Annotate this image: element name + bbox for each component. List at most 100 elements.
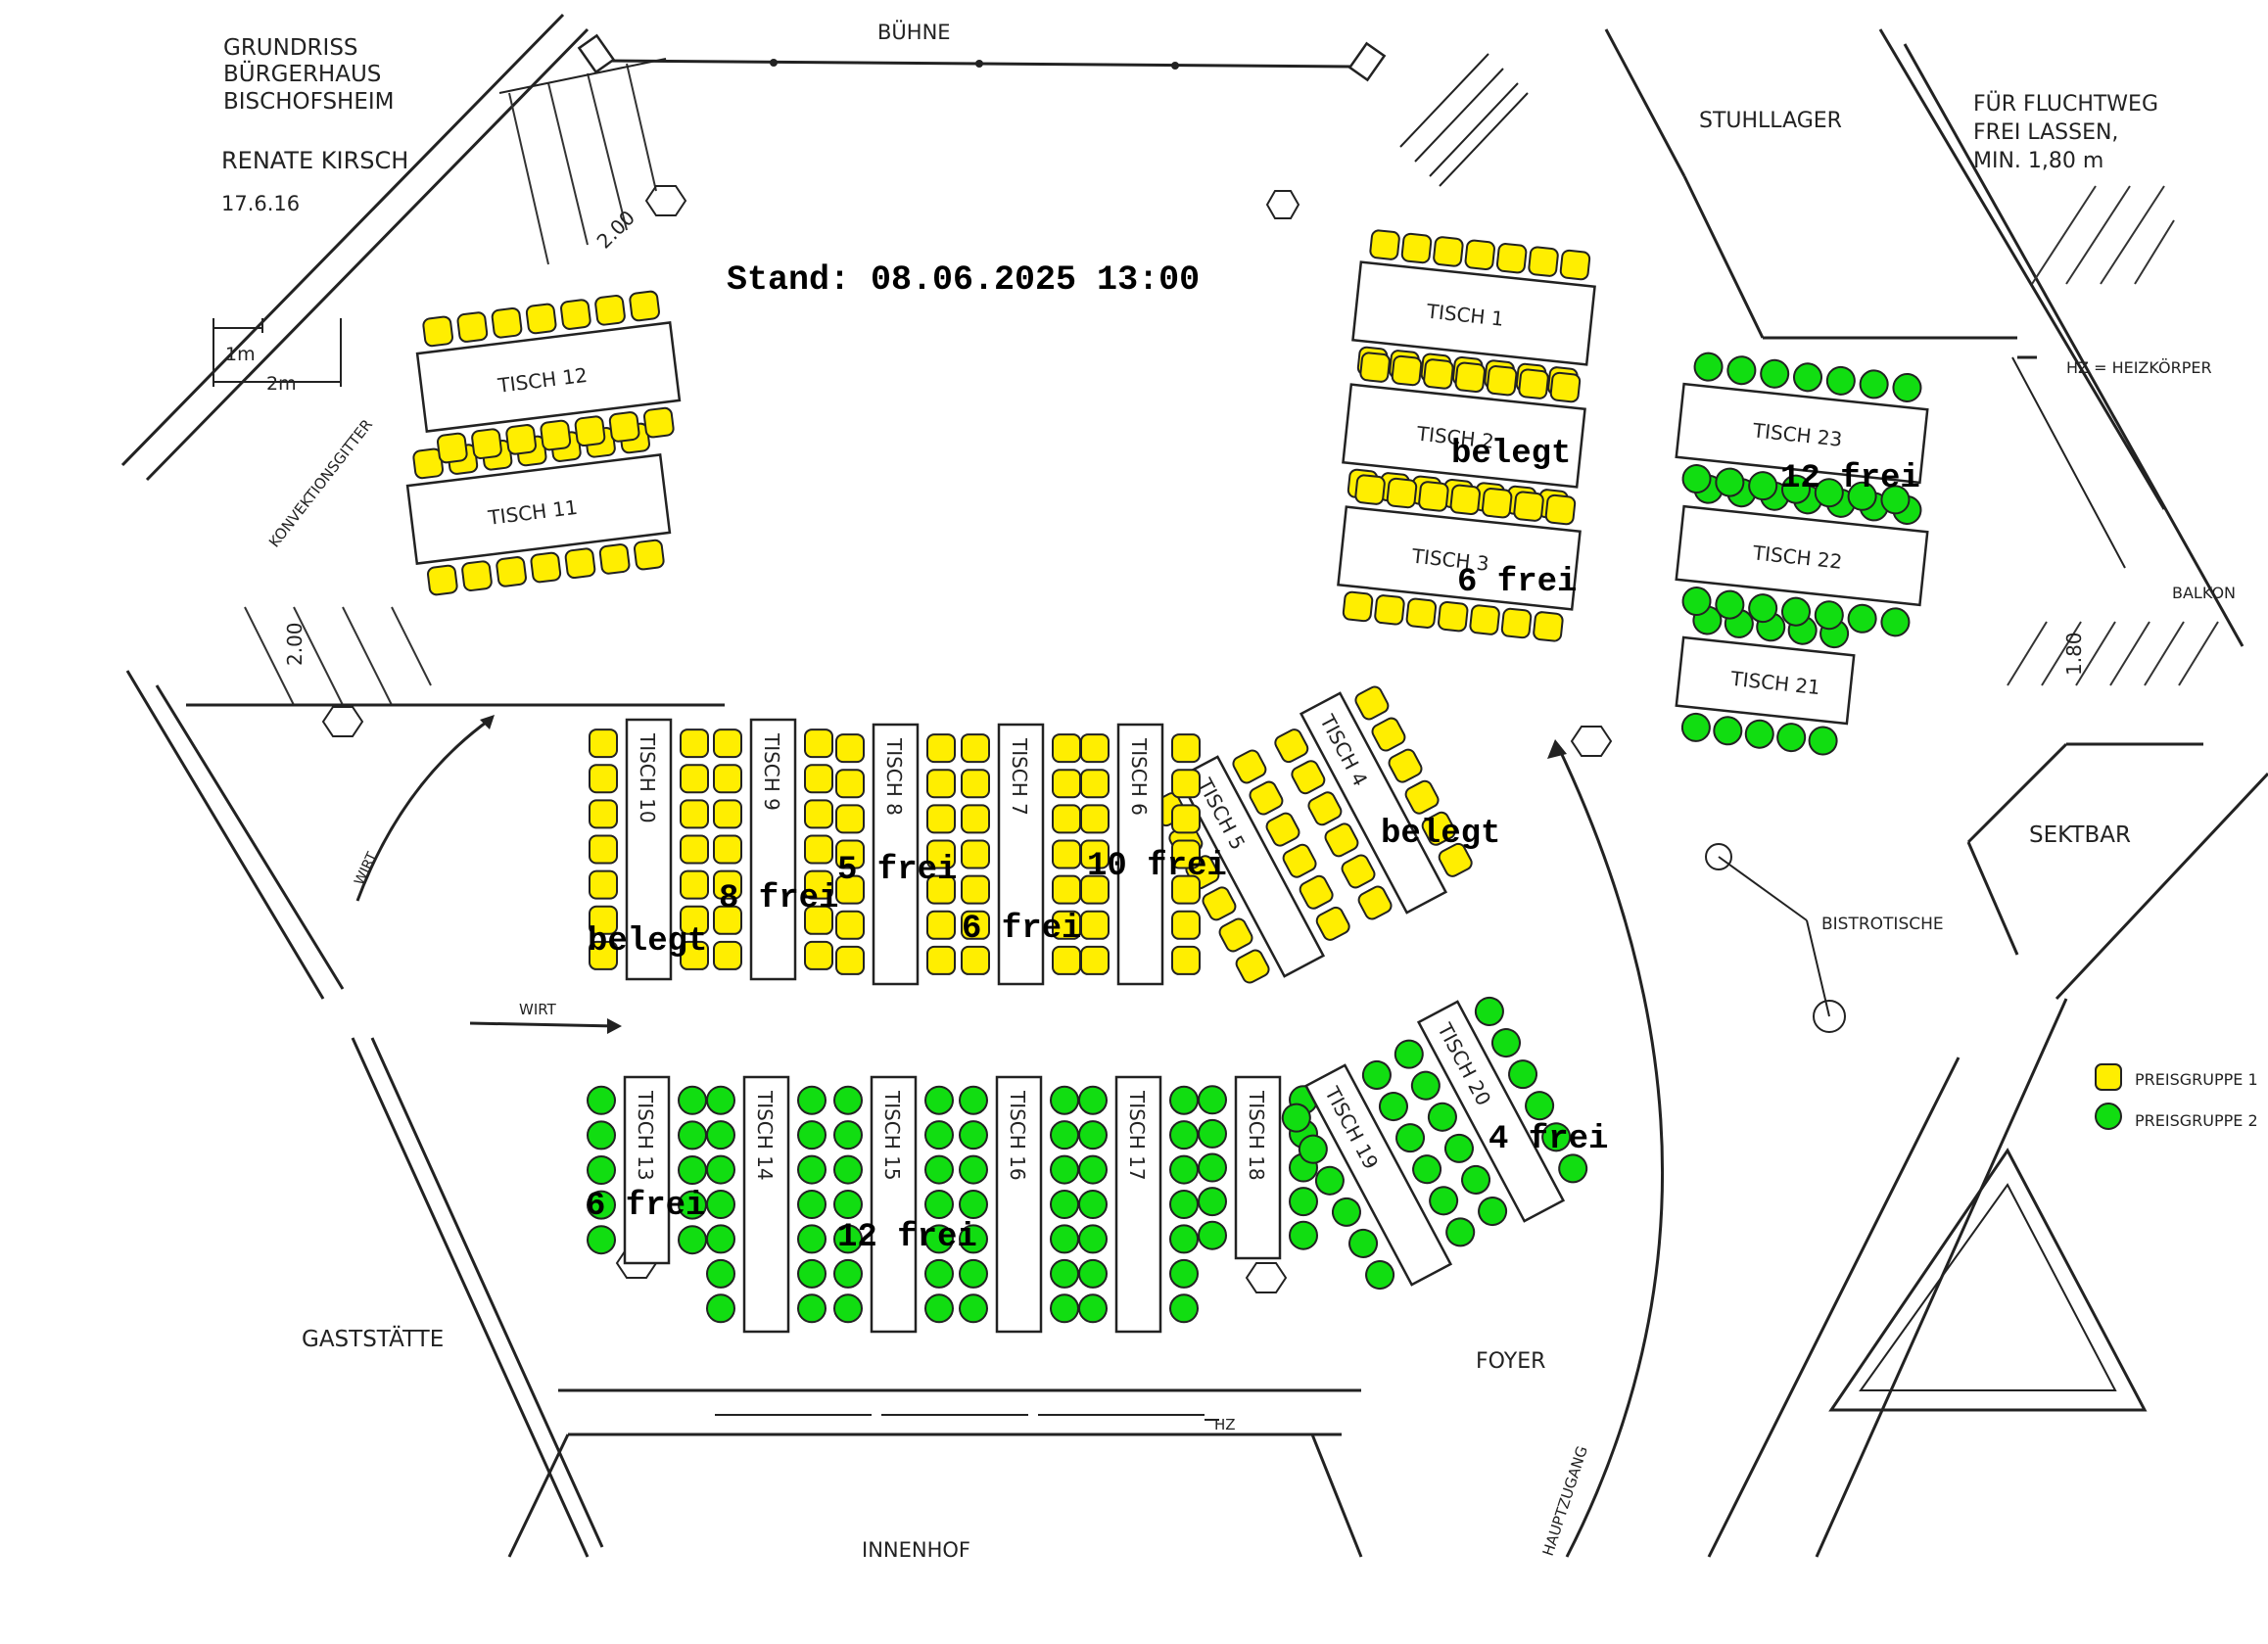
seat[interactable] — [1169, 1190, 1199, 1219]
seat[interactable] — [471, 428, 502, 459]
seat[interactable] — [427, 564, 458, 596]
seat[interactable] — [1433, 236, 1464, 267]
seat[interactable] — [1052, 874, 1081, 905]
seat[interactable] — [926, 839, 956, 869]
seat[interactable] — [1457, 1161, 1494, 1198]
seat[interactable] — [1892, 372, 1922, 403]
seat[interactable] — [1418, 481, 1449, 512]
seat[interactable] — [1464, 239, 1495, 271]
seat[interactable] — [797, 1258, 827, 1289]
seat[interactable] — [456, 311, 489, 343]
seat[interactable] — [564, 547, 596, 580]
seat[interactable] — [437, 432, 468, 464]
seat[interactable] — [1744, 719, 1774, 749]
seat[interactable] — [797, 1085, 827, 1115]
seat[interactable] — [1080, 769, 1110, 799]
seat[interactable] — [1424, 1099, 1461, 1136]
seat[interactable] — [1486, 365, 1518, 397]
seat[interactable] — [1078, 1120, 1108, 1151]
seat[interactable] — [1052, 910, 1081, 940]
seat[interactable] — [1078, 1154, 1108, 1185]
seat[interactable] — [1345, 1225, 1382, 1262]
seat[interactable] — [1050, 1190, 1079, 1219]
seat[interactable] — [1050, 1224, 1079, 1254]
seat[interactable] — [1354, 474, 1386, 505]
seat[interactable] — [1780, 596, 1812, 627]
seat[interactable] — [589, 905, 618, 935]
seat[interactable] — [1880, 485, 1911, 515]
seat[interactable] — [1780, 474, 1812, 504]
seat[interactable] — [833, 1293, 863, 1324]
seat[interactable] — [1078, 1190, 1108, 1219]
seat[interactable] — [804, 940, 833, 970]
seat[interactable] — [1169, 1224, 1199, 1254]
seat[interactable] — [589, 764, 618, 794]
seat[interactable] — [1050, 1258, 1079, 1289]
seat[interactable] — [1169, 1085, 1199, 1115]
seat[interactable] — [1198, 1085, 1227, 1115]
seat[interactable] — [1454, 361, 1486, 394]
seat[interactable] — [1387, 747, 1424, 784]
seat[interactable] — [713, 799, 742, 829]
seat[interactable] — [1342, 590, 1374, 623]
seat[interactable] — [680, 834, 709, 865]
seat[interactable] — [1549, 371, 1582, 403]
seat[interactable] — [926, 874, 956, 905]
seat[interactable] — [1198, 1187, 1227, 1217]
seat[interactable] — [1052, 945, 1081, 975]
seat[interactable] — [1680, 712, 1712, 742]
seat[interactable] — [1328, 1194, 1365, 1231]
seat[interactable] — [1437, 841, 1474, 878]
seat[interactable] — [1050, 1293, 1079, 1324]
seat[interactable] — [959, 1154, 988, 1185]
seat[interactable] — [835, 874, 865, 905]
seat[interactable] — [926, 733, 956, 764]
seat[interactable] — [587, 1120, 616, 1151]
seat[interactable] — [833, 1120, 863, 1151]
seat[interactable] — [1356, 884, 1394, 921]
seat[interactable] — [530, 551, 562, 584]
seat[interactable] — [680, 905, 709, 935]
seat[interactable] — [1386, 477, 1418, 509]
seat[interactable] — [1169, 1293, 1199, 1324]
seat[interactable] — [1289, 1187, 1318, 1217]
seat[interactable] — [1201, 885, 1238, 922]
seat[interactable] — [598, 543, 631, 575]
seat[interactable] — [961, 874, 990, 905]
seat[interactable] — [678, 1085, 707, 1115]
seat[interactable] — [1171, 910, 1201, 940]
seat[interactable] — [1323, 822, 1360, 859]
seat[interactable] — [1052, 839, 1081, 869]
seat[interactable] — [1171, 769, 1201, 799]
seat[interactable] — [797, 1293, 827, 1324]
seat[interactable] — [1847, 481, 1877, 511]
seat[interactable] — [833, 1190, 863, 1219]
seat[interactable] — [797, 1224, 827, 1254]
seat[interactable] — [926, 769, 956, 799]
seat[interactable] — [594, 295, 626, 326]
seat[interactable] — [1340, 853, 1377, 890]
seat[interactable] — [491, 306, 523, 339]
seat[interactable] — [1681, 464, 1712, 494]
seat[interactable] — [833, 1085, 863, 1115]
seat[interactable] — [713, 728, 742, 759]
seat[interactable] — [1814, 600, 1844, 631]
seat[interactable] — [1400, 232, 1433, 264]
seat[interactable] — [706, 1120, 735, 1151]
seat[interactable] — [680, 869, 709, 900]
seat[interactable] — [926, 945, 956, 975]
seat[interactable] — [926, 804, 956, 834]
seat[interactable] — [804, 869, 833, 900]
seat[interactable] — [961, 839, 990, 869]
seat[interactable] — [1314, 905, 1351, 942]
seat[interactable] — [587, 1085, 616, 1115]
seat[interactable] — [1198, 1152, 1227, 1183]
seat[interactable] — [1544, 493, 1577, 526]
seat[interactable] — [1500, 607, 1533, 639]
seat[interactable] — [1171, 733, 1201, 764]
seat[interactable] — [1405, 597, 1438, 629]
seat[interactable] — [1281, 842, 1318, 879]
seat[interactable] — [804, 728, 833, 759]
seat[interactable] — [706, 1085, 735, 1115]
seat[interactable] — [1449, 484, 1481, 516]
